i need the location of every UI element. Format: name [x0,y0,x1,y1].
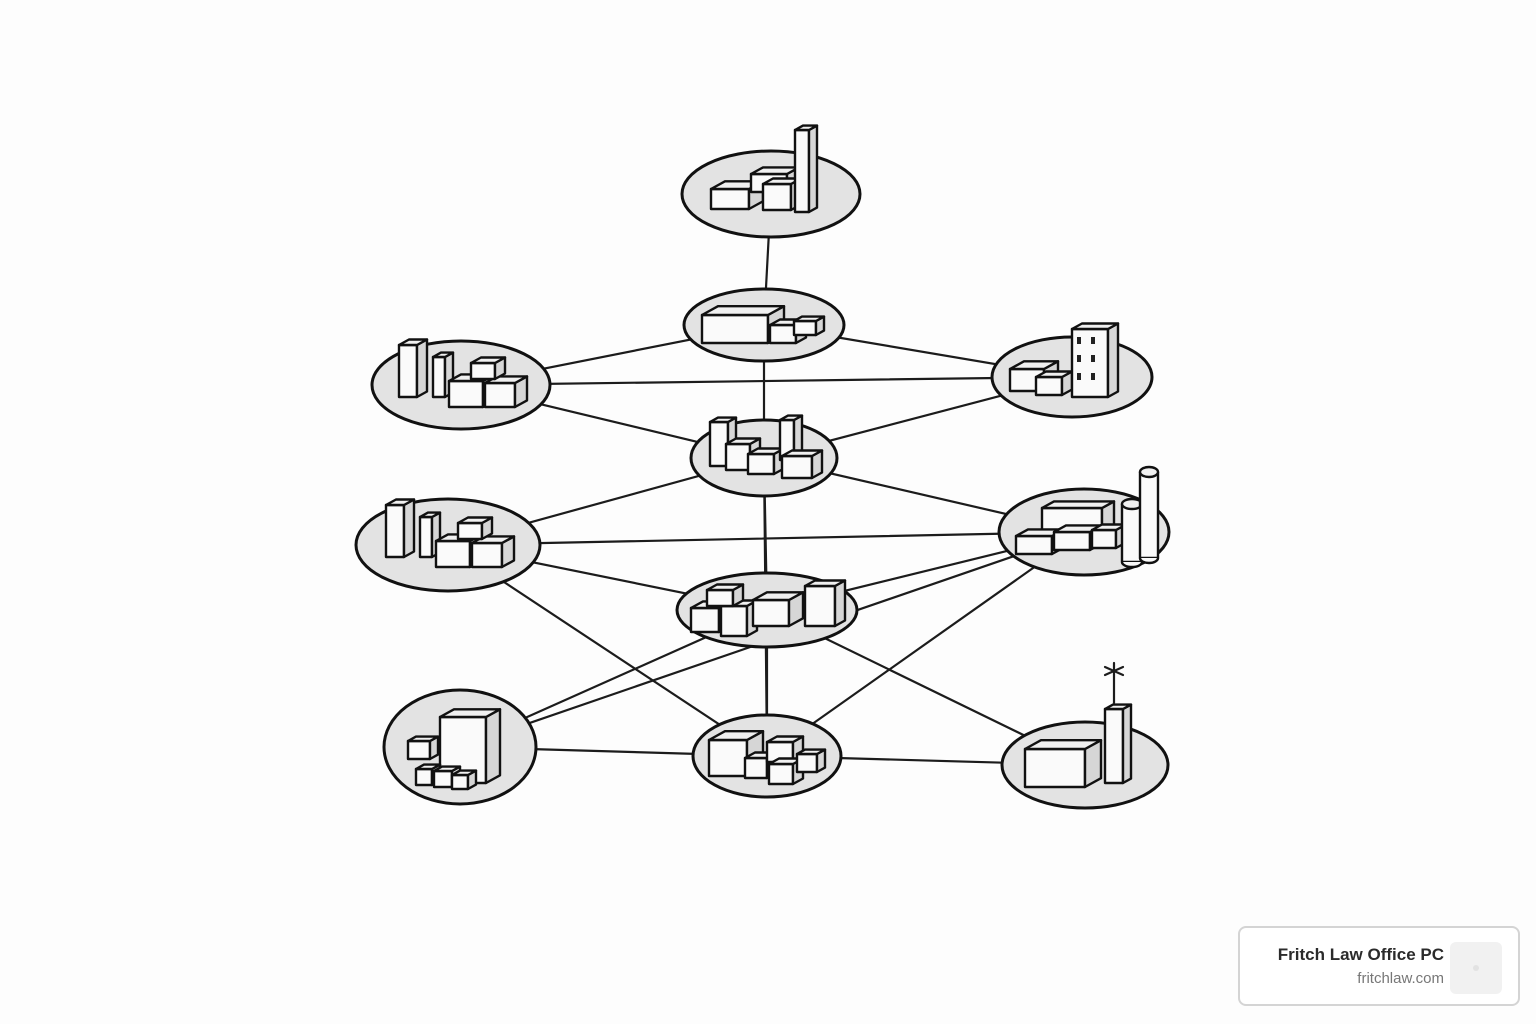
attribution-url[interactable]: fritchlaw.com [1357,970,1444,987]
city-block-icon [397,338,529,409]
attribution-name: Fritch Law Office PC [1277,945,1444,964]
city-block-icon [384,498,516,569]
node-right-1 [990,322,1154,419]
crates-icon [707,730,827,786]
node-lower-center [675,571,859,649]
attribution-card[interactable]: Fritch Law Office PC fritchlaw.com [1238,926,1520,1006]
warehouse-icon [700,305,826,345]
edge-n-right-2-to-n-bottom-center [765,530,1086,758]
office-tower-complex-icon [709,124,819,214]
city-cluster-icon [708,414,824,480]
node-right-2 [997,465,1171,577]
node-top [680,124,862,239]
building-cubes-icon [406,708,502,791]
factory-silo-icon [1014,465,1160,569]
factory-tower-icon [1023,661,1133,789]
node-upper-center [682,287,846,363]
edge-n-left-1-to-n-right-1 [459,375,1074,387]
firm-logo-icon [1450,942,1502,994]
node-left-2 [354,497,542,593]
edge-n-left-2-to-n-right-2 [446,530,1086,547]
storage-depot-icon [689,579,847,638]
node-left-3 [382,688,538,806]
node-right-3 [1000,661,1170,810]
node-left-1 [370,338,552,431]
office-building-icon [1008,322,1120,399]
nodes-layer [354,124,1171,810]
node-center [689,414,839,498]
node-bottom-center [691,713,843,799]
